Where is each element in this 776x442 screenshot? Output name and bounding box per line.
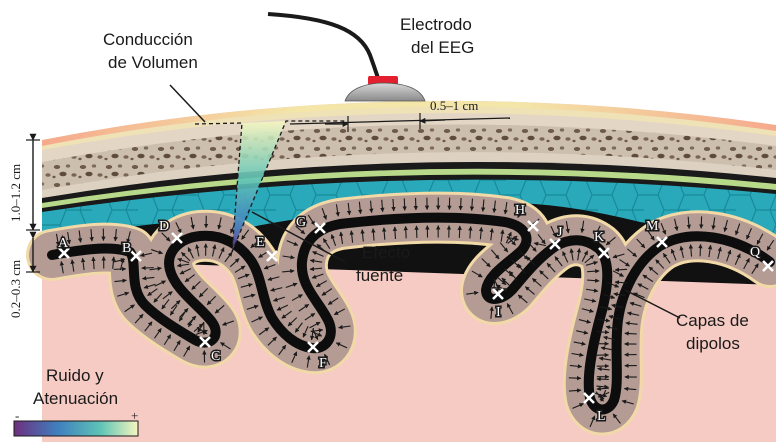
dipole-arrow bbox=[142, 268, 154, 269]
point-label-q: Q bbox=[750, 245, 760, 260]
dipole-arrow bbox=[615, 269, 627, 270]
point-label-g: G bbox=[296, 215, 306, 230]
colorbar-min-label: - bbox=[15, 408, 19, 423]
dipole-arrow bbox=[395, 227, 396, 239]
dipole-arrow bbox=[472, 199, 473, 211]
electrode-wire bbox=[268, 14, 378, 78]
point-label-b: B bbox=[122, 241, 131, 256]
point-label-e: E bbox=[256, 235, 265, 250]
dipole-arrow bbox=[461, 198, 462, 210]
point-label-d: D bbox=[159, 219, 169, 234]
colorbar-max-label: + bbox=[131, 408, 138, 423]
dipole-arrow bbox=[625, 333, 637, 334]
point-label-c: C bbox=[211, 349, 220, 364]
point-label-h: H bbox=[515, 203, 525, 218]
point-label-i: I bbox=[496, 305, 501, 320]
point-label-a: A bbox=[58, 236, 69, 251]
colorbar bbox=[14, 421, 138, 436]
electrode-body bbox=[345, 83, 425, 101]
point-label-m: M bbox=[646, 219, 659, 234]
cortex-thickness-label: 0.2–0.3 cm bbox=[8, 260, 23, 318]
dipole-arrow bbox=[404, 198, 405, 210]
dipole-arrow bbox=[587, 271, 599, 272]
point-label-k: K bbox=[594, 230, 604, 245]
volume-conduction-label: Conducciónde Volumen bbox=[103, 30, 198, 72]
point-label-f: F bbox=[319, 356, 327, 371]
point-label-l: L bbox=[597, 409, 606, 424]
skull-thickness-label: 1.0–1.2 cm bbox=[8, 164, 23, 222]
dipole-arrow bbox=[459, 226, 460, 238]
electrode-spacing-label: 0.5–1 cm bbox=[430, 98, 478, 113]
volume-conduction-leader bbox=[170, 85, 205, 122]
dipole-arrow bbox=[393, 199, 394, 211]
dipole-arrow bbox=[597, 332, 609, 333]
point-label-j: J bbox=[557, 225, 563, 240]
dipole-arrow bbox=[406, 226, 407, 238]
dipole-arrow bbox=[114, 269, 126, 270]
dipole-arrow bbox=[470, 227, 471, 239]
